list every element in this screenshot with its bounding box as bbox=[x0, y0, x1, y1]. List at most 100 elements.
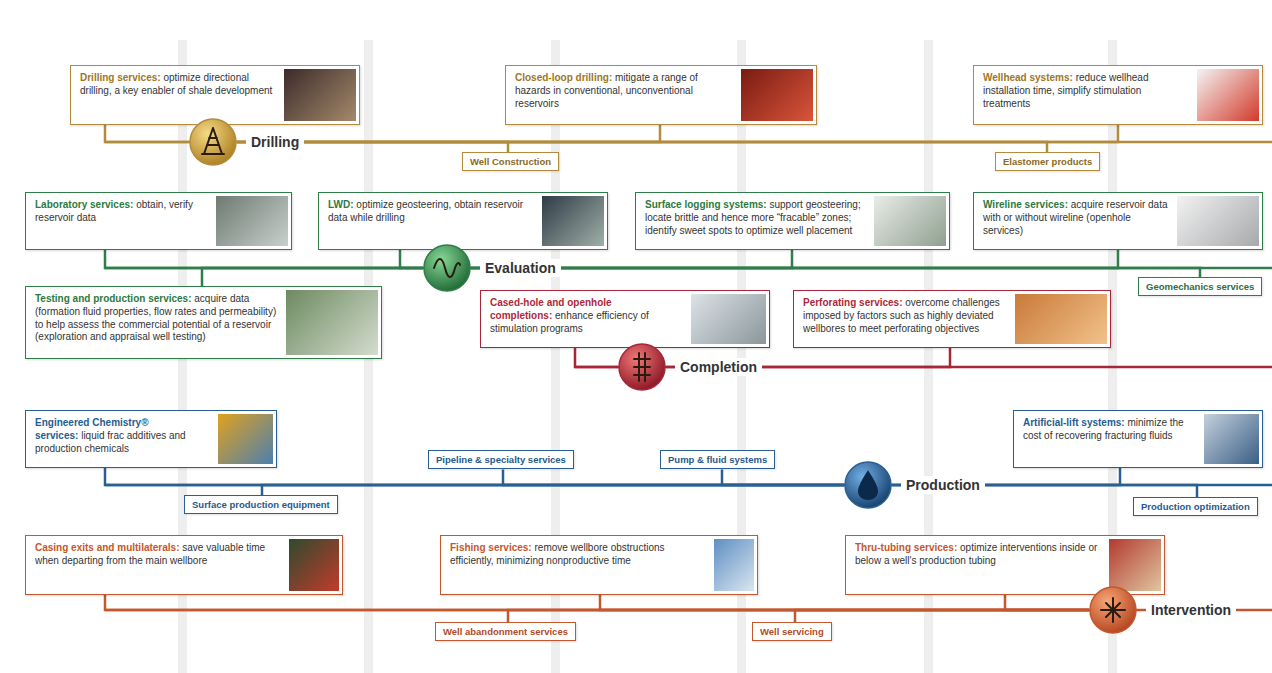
service-description: Fishing services:remove wellbore obstruc… bbox=[450, 542, 708, 568]
thumbnail bbox=[289, 539, 339, 591]
service-description: Thru-tubing services:optimize interventi… bbox=[855, 542, 1103, 568]
connector bbox=[471, 268, 1200, 277]
thumbnail bbox=[1197, 69, 1259, 121]
service-text-block: Closed-loop drilling:mitigate a range of… bbox=[506, 66, 735, 116]
thumbnail bbox=[216, 196, 288, 246]
service-heading: Fishing services: bbox=[450, 542, 532, 553]
hub-icon bbox=[618, 343, 666, 391]
service-box: Drilling services:optimize directional d… bbox=[70, 65, 360, 125]
connector bbox=[795, 610, 1089, 622]
hub-glyph bbox=[434, 259, 460, 277]
connector bbox=[508, 610, 1089, 622]
tag-box: Well servicing bbox=[752, 622, 832, 641]
service-heading: Closed-loop drilling: bbox=[515, 72, 612, 83]
service-heading: Surface logging systems: bbox=[645, 199, 767, 210]
service-heading: Casing exits and multilaterals: bbox=[35, 542, 180, 553]
hub-circle bbox=[424, 245, 470, 291]
stage-hub: Production bbox=[844, 461, 892, 509]
service-description: Casing exits and multilaterals:save valu… bbox=[35, 542, 283, 568]
tag-text: Well abandonment services bbox=[443, 626, 568, 637]
thumbnail bbox=[284, 69, 356, 121]
thumbnail bbox=[691, 294, 766, 344]
service-box: Artificial-lift systems:minimize the cos… bbox=[1013, 410, 1263, 468]
hub-circle bbox=[619, 344, 665, 390]
thumbnail bbox=[714, 539, 754, 591]
tag-box: Geomechanics services bbox=[1138, 277, 1262, 296]
hub-glyph bbox=[634, 353, 650, 381]
connector bbox=[237, 125, 1118, 142]
tag-box: Surface production equipment bbox=[184, 495, 338, 514]
stage-hub: Drilling bbox=[189, 118, 237, 166]
service-box: Perforating services:overcome challenges… bbox=[793, 290, 1111, 348]
service-box: Fishing services:remove wellbore obstruc… bbox=[440, 535, 758, 595]
thumbnail bbox=[741, 69, 813, 121]
connector bbox=[722, 469, 844, 485]
hub-glyph bbox=[202, 128, 224, 154]
service-text-block: Fishing services:remove wellbore obstruc… bbox=[441, 536, 708, 574]
connector bbox=[105, 468, 844, 485]
tag-text: Surface production equipment bbox=[192, 499, 330, 510]
service-text-block: Thru-tubing services:optimize interventi… bbox=[846, 536, 1103, 574]
service-box: Cased-hole and openhole completions:enha… bbox=[480, 290, 770, 348]
tag-box: Well abandonment services bbox=[435, 622, 576, 641]
tag-box: Well Construction bbox=[462, 152, 559, 171]
service-text-block: Perforating services:overcome challenges… bbox=[794, 291, 1009, 341]
service-description: Wellhead systems:reduce wellhead install… bbox=[983, 72, 1191, 110]
thumbnail bbox=[874, 196, 946, 246]
service-text-block: Drilling services:optimize directional d… bbox=[71, 66, 278, 104]
tag-box: Production optimization bbox=[1133, 497, 1258, 516]
service-description: Artificial-lift systems:minimize the cos… bbox=[1023, 417, 1198, 443]
connector bbox=[471, 250, 1118, 268]
service-text-block: Surface logging systems:support geosteer… bbox=[636, 193, 868, 243]
service-text: optimize geosteering, obtain reservoir d… bbox=[328, 199, 523, 223]
service-description: Surface logging systems:support geosteer… bbox=[645, 199, 868, 237]
service-description: Testing and production services:acquire … bbox=[35, 293, 280, 344]
thumbnail bbox=[218, 414, 273, 464]
service-text-block: Engineered Chemistry® services:liquid fr… bbox=[26, 411, 212, 461]
hub-icon bbox=[844, 461, 892, 509]
thumbnail bbox=[1177, 196, 1259, 246]
connector bbox=[105, 250, 423, 268]
service-box: Thru-tubing services:optimize interventi… bbox=[845, 535, 1165, 595]
tag-text: Geomechanics services bbox=[1146, 281, 1254, 292]
service-text-block: Wellhead systems:reduce wellhead install… bbox=[974, 66, 1191, 116]
connector bbox=[262, 485, 844, 495]
service-heading: Laboratory services: bbox=[35, 199, 133, 210]
tag-text: Well Construction bbox=[470, 156, 551, 167]
stage-hub: Intervention bbox=[1089, 586, 1137, 634]
stage-label: Completion bbox=[675, 358, 762, 376]
service-heading: Thru-tubing services: bbox=[855, 542, 957, 553]
hub-glyph bbox=[1101, 598, 1125, 622]
connector bbox=[575, 348, 618, 367]
service-heading: Wellhead systems: bbox=[983, 72, 1073, 83]
hub-icon bbox=[423, 244, 471, 292]
connector bbox=[202, 268, 423, 286]
service-text-block: Laboratory services:obtain, verify reser… bbox=[26, 193, 210, 231]
thumbnail bbox=[1015, 294, 1107, 344]
service-heading: Artificial-lift systems: bbox=[1023, 417, 1125, 428]
thumbnail bbox=[1109, 539, 1161, 591]
hub-icon bbox=[189, 118, 237, 166]
thumbnail bbox=[286, 290, 378, 355]
service-description: LWD:optimize geosteering, obtain reservo… bbox=[328, 199, 536, 225]
service-heading: LWD: bbox=[328, 199, 354, 210]
thumbnail bbox=[1204, 414, 1259, 464]
service-description: Laboratory services:obtain, verify reser… bbox=[35, 199, 210, 225]
hub-circle bbox=[1090, 587, 1136, 633]
service-box: Surface logging systems:support geosteer… bbox=[635, 192, 950, 250]
service-text-block: Cased-hole and openhole completions:enha… bbox=[481, 291, 685, 341]
service-description: Perforating services:overcome challenges… bbox=[803, 297, 1009, 335]
connector bbox=[600, 595, 1089, 610]
service-box: Casing exits and multilaterals:save valu… bbox=[25, 535, 343, 595]
tag-text: Elastomer products bbox=[1003, 156, 1092, 167]
stage-hub: Evaluation bbox=[423, 244, 471, 292]
hub-circle bbox=[190, 119, 236, 165]
service-box: LWD:optimize geosteering, obtain reservo… bbox=[318, 192, 608, 250]
service-box: Wellhead systems:reduce wellhead install… bbox=[973, 65, 1263, 125]
connector bbox=[105, 595, 1089, 610]
tag-box: Elastomer products bbox=[995, 152, 1100, 171]
service-description: Cased-hole and openhole completions:enha… bbox=[490, 297, 685, 335]
tag-box: Pipeline & specialty services bbox=[428, 450, 574, 469]
service-box: Engineered Chemistry® services:liquid fr… bbox=[25, 410, 277, 468]
